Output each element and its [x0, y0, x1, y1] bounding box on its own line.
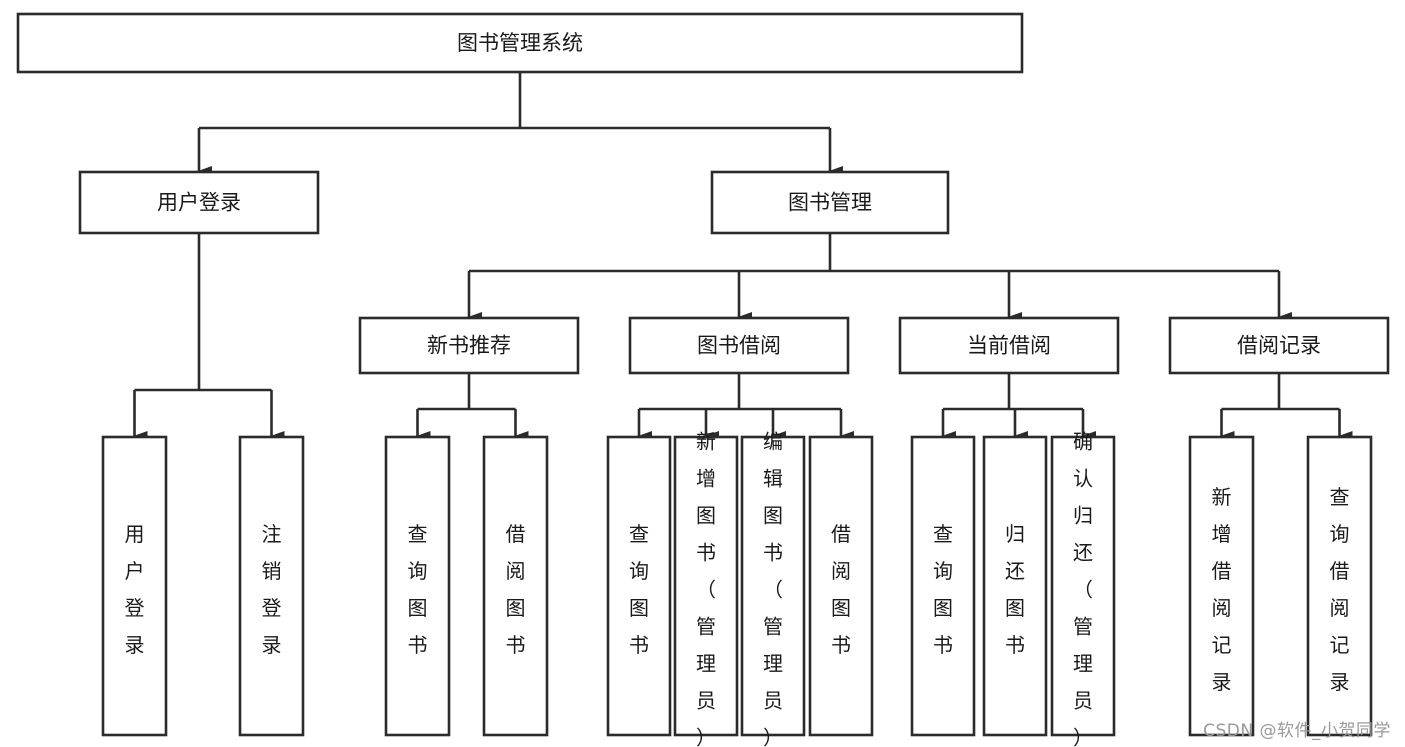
node-label-leaf-borrow-book-rec: 借阅图书: [506, 522, 526, 657]
node-box-leaf-query-book-cur: [910, 435, 976, 737]
node-current-borrow[interactable]: 当前借阅: [898, 316, 1120, 375]
node-label-borrow-record: 借阅记录: [1237, 334, 1321, 358]
node-label-leaf-query-record: 查询借阅记录: [1330, 485, 1350, 694]
node-leaf-query-record[interactable]: 查询借阅记录: [1306, 435, 1373, 737]
node-leaf-logout[interactable]: 注销登录: [238, 435, 305, 737]
csdn-watermark: CSDN @软件_小贺同学: [1203, 721, 1391, 741]
node-box-leaf-return-book: [982, 435, 1048, 737]
node-box-root: [16, 12, 1024, 74]
node-label-leaf-add-book: 新增图书（管理员）: [696, 429, 716, 747]
node-leaf-borrow-book-rec[interactable]: 借阅图书: [482, 435, 549, 737]
node-book-borrow[interactable]: 图书借阅: [628, 316, 850, 375]
node-label-leaf-query-book-cur: 查询图书: [933, 522, 953, 657]
connector-layer: [133, 72, 1353, 441]
node-box-current-borrow: [898, 316, 1120, 375]
node-label-leaf-add-record: 新增借阅记录: [1212, 485, 1232, 694]
node-leaf-return-book[interactable]: 归还图书: [982, 435, 1048, 737]
node-leaf-edit-book[interactable]: 编辑图书（管理员）: [740, 429, 806, 747]
node-box-leaf-borrow-book: [808, 435, 874, 737]
node-label-new-book-recommend: 新书推荐: [427, 334, 511, 358]
node-leaf-borrow-book[interactable]: 借阅图书: [808, 435, 874, 737]
node-label-user-login: 用户登录: [157, 191, 241, 215]
node-user-login[interactable]: 用户登录: [78, 170, 320, 235]
node-box-borrow-record: [1168, 316, 1390, 375]
node-label-leaf-return-book: 归还图书: [1005, 522, 1025, 657]
node-box-leaf-query-book-rec: [384, 435, 451, 737]
node-label-leaf-confirm-return: 确认归还（管理员）: [1073, 429, 1093, 747]
node-leaf-user-login[interactable]: 用户登录: [101, 435, 168, 737]
node-label-leaf-user-login: 用户登录: [125, 522, 145, 657]
node-new-book-recommend[interactable]: 新书推荐: [358, 316, 580, 375]
node-box-leaf-user-login: [101, 435, 168, 737]
node-label-leaf-borrow-book: 借阅图书: [831, 522, 851, 657]
node-box-leaf-query-record: [1306, 435, 1373, 737]
node-label-book-manage: 图书管理: [788, 191, 872, 215]
node-leaf-query-book-rec[interactable]: 查询图书: [384, 435, 451, 737]
node-box-leaf-add-record: [1188, 435, 1255, 737]
node-label-leaf-logout: 注销登录: [262, 522, 282, 657]
node-label-current-borrow: 当前借阅: [967, 334, 1051, 358]
node-label-leaf-query-book-borrow: 查询图书: [629, 522, 649, 657]
node-leaf-query-book-borrow[interactable]: 查询图书: [606, 435, 672, 737]
node-leaf-add-book[interactable]: 新增图书（管理员）: [673, 429, 739, 747]
node-label-leaf-edit-book: 编辑图书（管理员）: [763, 429, 783, 747]
node-box-leaf-logout: [238, 435, 305, 737]
node-book-manage[interactable]: 图书管理: [710, 170, 950, 235]
node-leaf-add-record[interactable]: 新增借阅记录: [1188, 435, 1255, 737]
node-borrow-record[interactable]: 借阅记录: [1168, 316, 1390, 375]
node-box-user-login: [78, 170, 320, 235]
node-leaf-confirm-return[interactable]: 确认归还（管理员）: [1050, 429, 1116, 747]
node-box-leaf-query-book-borrow: [606, 435, 672, 737]
node-box-leaf-borrow-book-rec: [482, 435, 549, 737]
node-box-leaf-edit-book: [740, 435, 806, 737]
node-label-leaf-query-book-rec: 查询图书: [408, 522, 428, 657]
node-box-leaf-confirm-return: [1050, 435, 1116, 737]
node-box-new-book-recommend: [358, 316, 580, 375]
node-label-root: 图书管理系统: [457, 31, 583, 55]
node-box-book-manage: [710, 170, 950, 235]
node-leaf-query-book-cur[interactable]: 查询图书: [910, 435, 976, 737]
node-layer: 图书管理系统用户登录图书管理新书推荐图书借阅当前借阅借阅记录用户登录注销登录查询…: [16, 12, 1390, 747]
node-label-book-borrow: 图书借阅: [697, 334, 781, 358]
node-root[interactable]: 图书管理系统: [16, 12, 1024, 74]
node-box-book-borrow: [628, 316, 850, 375]
node-box-leaf-add-book: [673, 435, 739, 737]
